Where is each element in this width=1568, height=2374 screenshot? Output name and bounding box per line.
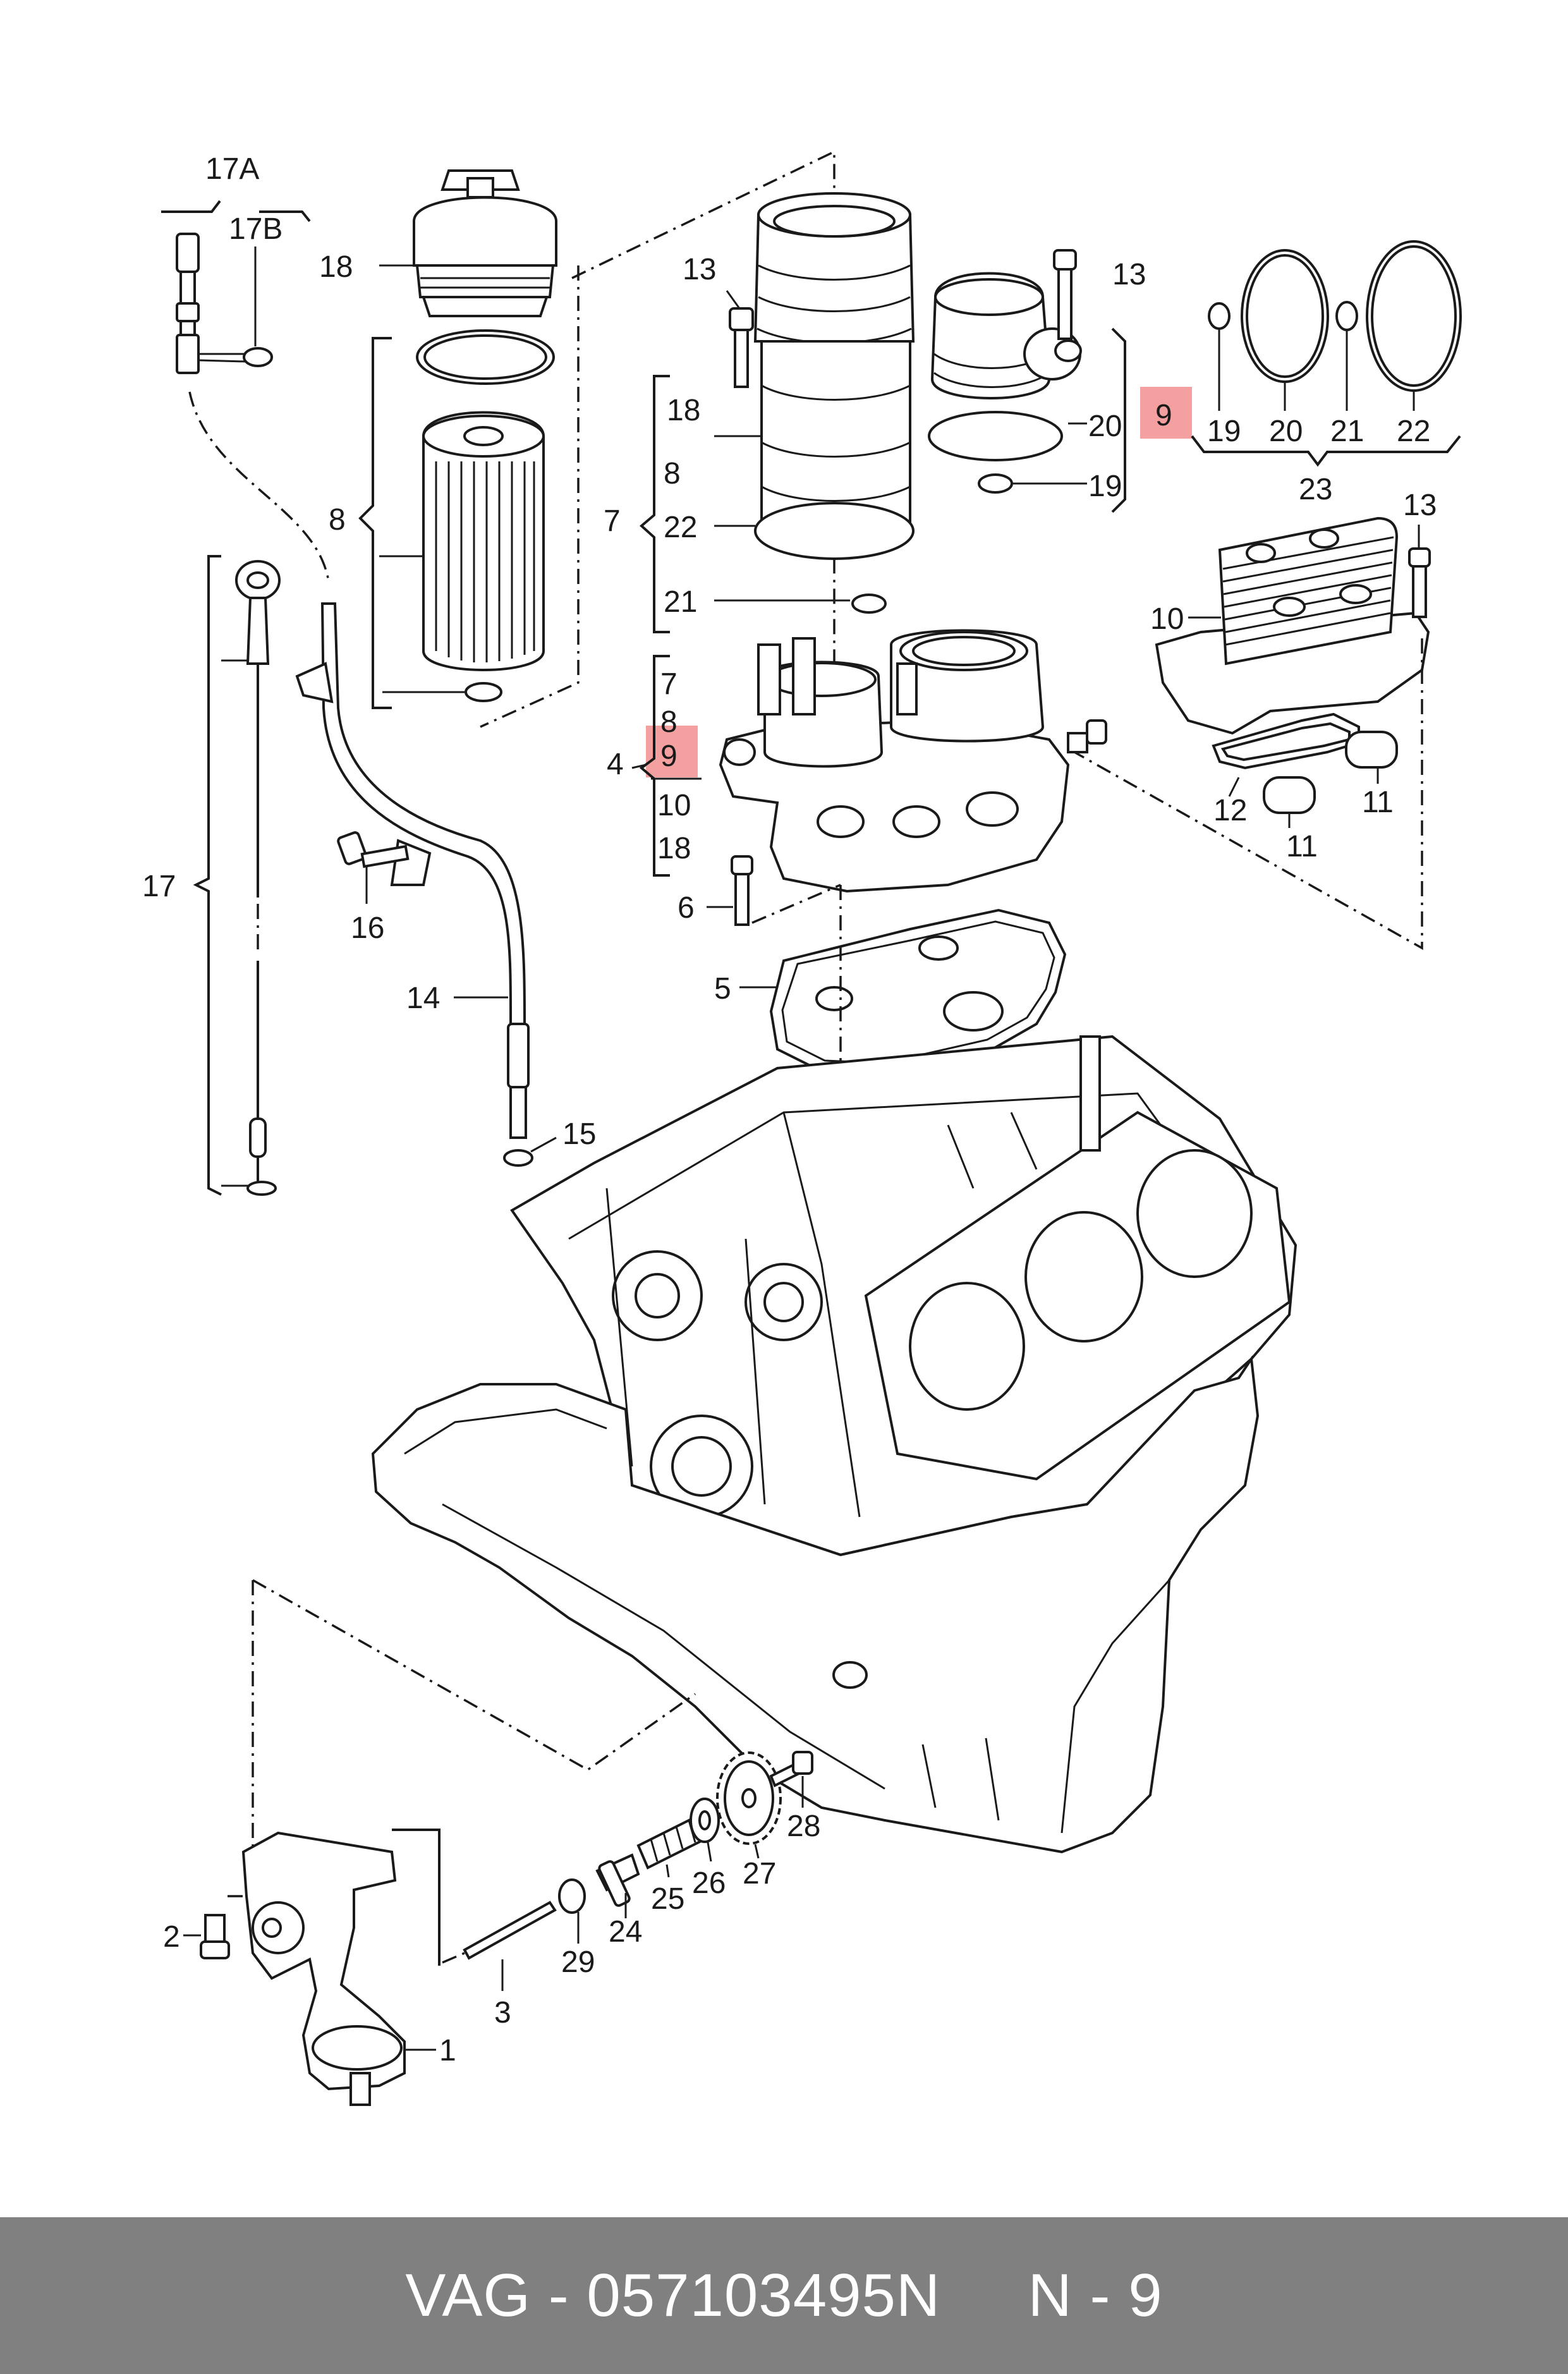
callout-25: 25	[651, 1882, 684, 1916]
callout-13-cooler: 13	[1403, 489, 1437, 522]
circlip-29	[558, 1878, 586, 1914]
o-ring-19	[978, 473, 1013, 494]
oil-filter-element	[379, 411, 545, 671]
part-number-text: VAG - 057103495N N - 9	[405, 2261, 1163, 2329]
dashed-link-filter	[480, 150, 836, 777]
leader-12	[1228, 777, 1240, 797]
bolt-16	[337, 831, 410, 904]
callout-21-seals: 21	[1330, 415, 1364, 448]
shaft-24	[595, 1853, 640, 1918]
oil-filter-cap-18	[379, 169, 557, 317]
oil-filter-bracket-4	[719, 629, 1107, 893]
callout-12: 12	[1213, 794, 1247, 827]
callout-8-filter: 8	[329, 503, 346, 537]
callout-24: 24	[609, 1915, 642, 1949]
callout-9-seals: 9	[1155, 399, 1172, 432]
seal-11a	[1345, 731, 1398, 769]
dipstick-tube-17a	[161, 200, 330, 582]
callout-2: 2	[163, 1920, 180, 1954]
bracket-4	[639, 655, 670, 877]
callout-11-lower: 11	[1286, 830, 1318, 863]
callout-3: 3	[494, 1996, 511, 2030]
callout-17-dipstick: 17	[142, 870, 176, 903]
bolt-6	[707, 855, 753, 926]
bracket-7	[639, 375, 670, 633]
callout-21-housing: 21	[664, 585, 697, 619]
seal-11b	[1263, 776, 1316, 814]
callout-7-bracket: 7	[660, 667, 678, 701]
callout-8-bracket: 8	[660, 705, 678, 739]
bolt-13-upper-right	[1053, 249, 1077, 340]
seal-set-23	[1191, 240, 1462, 467]
callout-6: 6	[678, 891, 695, 925]
part-number-footer: VAG - 057103495N N - 9	[0, 2217, 1568, 2374]
callout-10-cooler: 10	[1150, 602, 1184, 636]
callout-16: 16	[351, 911, 384, 945]
filter-o-ring-small	[382, 682, 502, 702]
callout-5: 5	[714, 972, 731, 1006]
callout-10-bracket: 10	[657, 789, 691, 822]
leader-9a	[631, 764, 647, 769]
centrifuge-housing	[930, 272, 1082, 399]
callout-9-bracket: 9	[660, 740, 678, 773]
dashed-link-pump	[228, 1579, 696, 1897]
callout-19-housing: 19	[1088, 470, 1122, 503]
sprocket-27	[716, 1751, 782, 1859]
parts-diagram: 17A 17B 18 8 17 16 14 15 13 18 8 7 22 21…	[142, 150, 1462, 2106]
callout-18-housing: 18	[667, 394, 700, 427]
callout-8-housing: 8	[664, 457, 681, 490]
o-ring-20	[928, 411, 1063, 461]
o-ring-22	[754, 502, 915, 560]
callout-13-upper-right: 13	[1112, 258, 1146, 291]
callout-22-housing: 22	[664, 511, 697, 544]
leader-15	[530, 1136, 557, 1153]
bracket-pump	[392, 1829, 441, 1966]
callout-27: 27	[743, 1857, 776, 1890]
bracket-9-right	[1111, 327, 1126, 513]
bolt-13-cooler	[1408, 547, 1431, 618]
callout-17a: 17A	[205, 152, 259, 186]
engine-block	[510, 1035, 1298, 1557]
callout-15: 15	[562, 1117, 596, 1151]
callout-7-housing: 7	[604, 504, 621, 538]
oil-cooler-10	[1155, 516, 1430, 735]
callout-1: 1	[439, 2034, 456, 2067]
bracket-8	[358, 337, 392, 709]
highlight-box-9-right	[1140, 387, 1192, 439]
filter-housing-upper	[753, 192, 915, 551]
callout-26: 26	[692, 1866, 726, 1900]
callout-11-right: 11	[1362, 786, 1394, 819]
callout-17b: 17B	[229, 212, 283, 246]
bolt-28	[769, 1751, 813, 1808]
gasket-5	[752, 908, 1067, 1076]
callout-18-bracket: 18	[657, 832, 691, 865]
filter-seal-ring	[416, 329, 555, 385]
washer-26	[690, 1798, 720, 1862]
dipstick-17	[193, 555, 281, 1196]
o-ring-21	[851, 594, 887, 614]
bolt-2	[183, 1914, 230, 1959]
callout-20-seals: 20	[1269, 415, 1303, 448]
callout-29: 29	[561, 1945, 595, 1979]
oil-sump	[371, 1355, 1260, 1854]
oil-pump-1	[241, 1831, 436, 2106]
callout-28: 28	[787, 1810, 820, 1843]
callout-23: 23	[1299, 473, 1332, 506]
callout-18-cap: 18	[319, 250, 353, 284]
callout-19-seals: 19	[1207, 415, 1241, 448]
drive-rod-3	[442, 1901, 557, 1991]
bolt-13-left	[726, 290, 754, 388]
callout-14: 14	[406, 982, 440, 1015]
callout-13-left: 13	[683, 253, 716, 286]
callout-20-housing: 20	[1088, 410, 1122, 443]
dashed-link-cooler	[1074, 638, 1423, 950]
dashed-link-bolt6	[751, 884, 841, 924]
callout-4: 4	[607, 748, 624, 781]
callout-22-seals: 22	[1397, 415, 1430, 448]
